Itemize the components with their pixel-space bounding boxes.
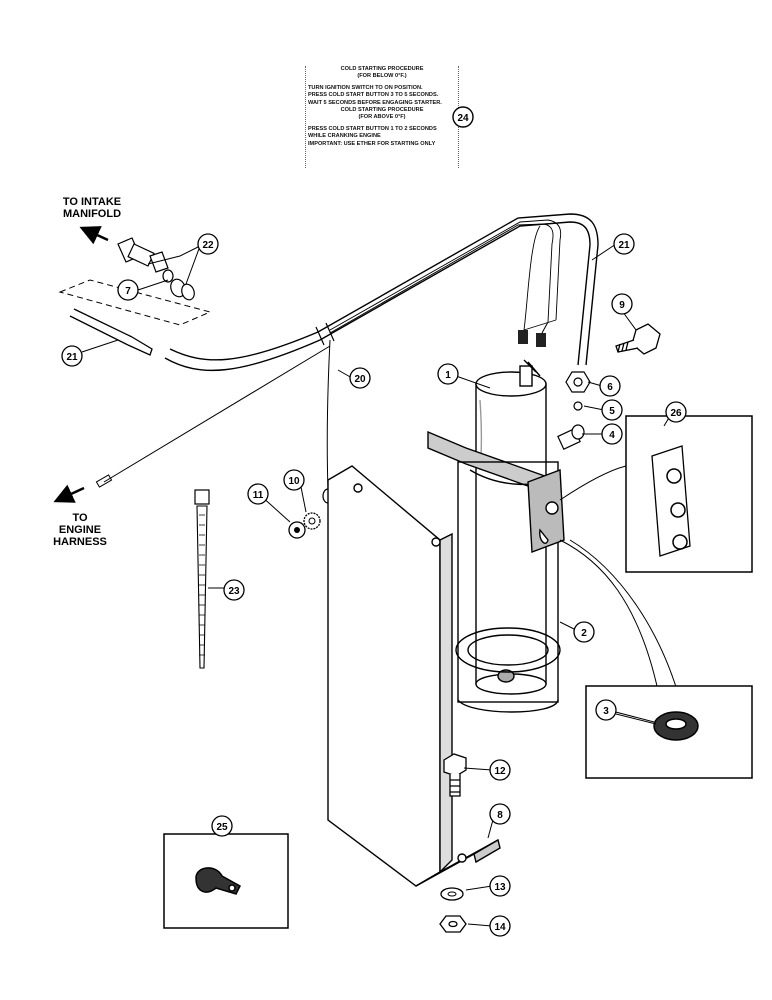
callout-10-text: 10 [288,476,300,487]
callout-26 [665,401,687,423]
ether-tube [164,213,599,372]
to-intake-label: TO INTAKE MANIFOLD [52,196,132,220]
callout-14-text: 14 [494,922,506,933]
to-engine-line2: ENGINE [58,524,102,536]
callouts: 22 7 21 21 9 1 20 6 5 4 26 10 11 [61,233,687,937]
callout-22 [197,233,219,255]
decal-line: COLD STARTING PROCEDURE [340,66,424,72]
callout-21-right [613,233,635,255]
callout-14 [489,915,511,937]
decal-line: WHILE CRANKING ENGINE [308,133,381,140]
cable-tie [194,489,210,669]
callout-21-left-text: 21 [66,352,78,363]
callout-5 [601,399,623,421]
ground-lead [326,339,331,491]
to-intake-arrow [79,226,109,245]
decal-line: TURN IGNITION SWITCH TO ON POSITION. [308,84,423,91]
tube-short [69,308,153,356]
callout-24 [452,106,474,128]
callout-20 [349,367,371,389]
callout-11-text: 11 [253,490,264,501]
mounting-bracket [327,465,501,887]
callout-1 [437,363,459,385]
tube-break [325,322,335,342]
callout-1-text: 1 [445,370,451,381]
decal-line: PRESS COLD START BUTTON 1 TO 2 SECONDS [308,125,437,132]
callout-7 [117,279,139,301]
callout-22-text: 22 [202,240,214,251]
decal-line: (FOR ABOVE 0°F) [358,114,406,121]
elbow-fitting-4 [557,424,585,450]
ball-5 [573,401,583,411]
to-engine-line3: HARNESS [53,536,107,548]
callout-4-text: 4 [609,430,615,441]
decal-line: WAIT 5 SECONDS BEFORE ENGAGING STARTER. [308,99,442,106]
callout-23-text: 23 [228,586,240,597]
to-engine-line1: TO [72,512,88,524]
ether-cylinder [475,359,547,695]
cold-start-decal: COLD STARTING PROCEDURE (FOR BELOW 0°F.)… [305,66,459,168]
to-engine-harness-label: TO ENGINE HARNESS [44,512,116,548]
callout-13 [489,875,511,897]
bolt-12 [443,753,467,797]
to-intake-line1: TO INTAKE [62,196,122,208]
inset-3 [585,685,753,779]
callout-20-text: 20 [354,374,366,385]
cylinder-holder [427,430,565,713]
callout-8 [489,803,511,825]
nut-14 [439,915,467,933]
callout-6 [599,375,621,397]
callout-9-text: 9 [619,300,625,311]
nut-6 [565,371,591,393]
harness-wires [329,219,562,334]
callout-2-text: 2 [581,628,587,639]
callout-2 [573,621,595,643]
callout-23 [223,579,245,601]
decal-line: COLD STARTING PROCEDURE [340,107,424,114]
callout-6-text: 6 [607,382,613,393]
dashed-group [58,279,212,326]
engine-harness-wire [103,345,331,483]
callout-7-text: 7 [125,286,131,297]
harness-connector [536,333,546,347]
callout-26-text: 26 [670,408,682,419]
decal-line: PRESS COLD START BUTTON 3 TO 5 SECONDS. [308,92,439,99]
inset-25 [163,833,289,929]
callout-8-text: 8 [497,810,503,821]
callout-3-text: 3 [603,706,609,717]
callout-21-left [61,345,83,367]
decal-line: (FOR BELOW 0°F.) [357,73,407,80]
callout-12 [489,759,511,781]
callout-24-text: 24 [457,113,469,124]
callout-25-text: 25 [216,822,228,833]
harness-connector [518,330,528,344]
fitting-22 [117,237,195,301]
callout-12-text: 12 [494,766,506,777]
bolt-9 [615,323,661,355]
inset-26 [625,415,753,573]
decal-line: IMPORTANT: USE ETHER FOR STARTING ONLY [308,140,436,147]
to-engine-arrow [53,484,85,503]
callout-13-text: 13 [494,882,506,893]
callout-21-right-text: 21 [618,240,630,251]
callout-10 [283,469,305,491]
callout-25 [211,815,233,837]
to-intake-line2: MANIFOLD [62,208,122,220]
callout-3 [595,699,617,721]
callout-11 [247,483,269,505]
tube-break [315,326,325,346]
callout-5-text: 5 [609,406,615,417]
callout-4 [601,423,623,445]
callout-9 [611,293,633,315]
